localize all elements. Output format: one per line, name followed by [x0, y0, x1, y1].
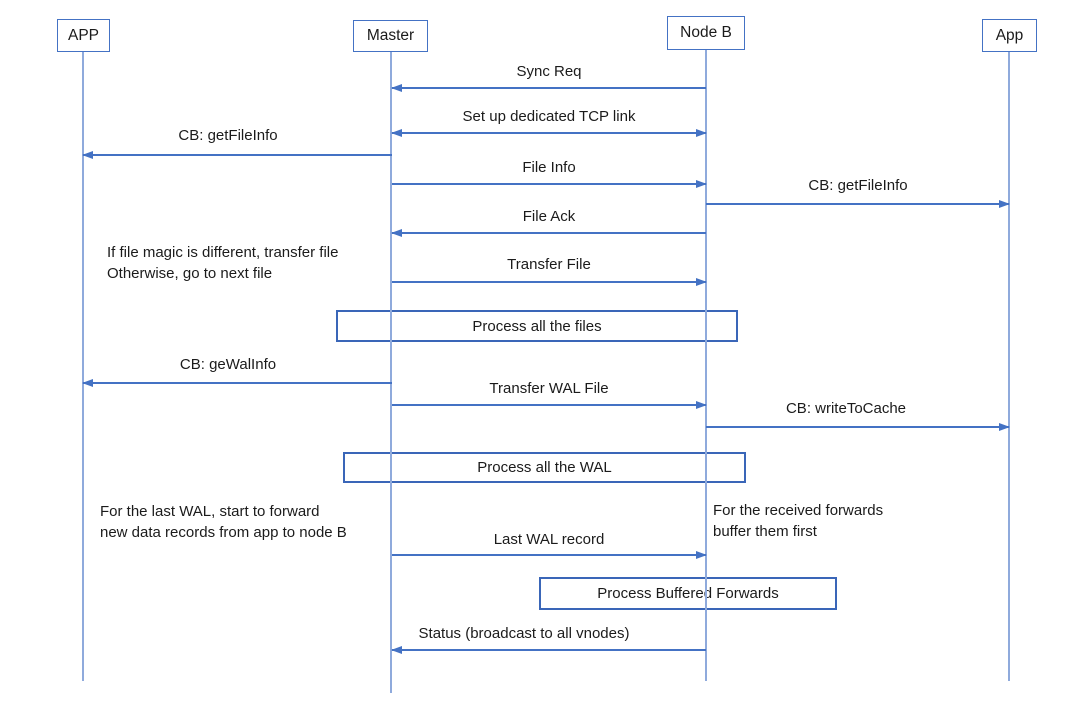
arrowhead-left-setup-tcp-link: [391, 128, 402, 137]
message-arrow-transfer-file: [392, 277, 707, 286]
actor-box-node-b: Node B: [667, 16, 745, 50]
message-label-status-broadcast: Status (broadcast to all vnodes): [418, 625, 630, 642]
message-label-cb-getfileinfo-right: CB: getFileInfo: [808, 177, 908, 194]
process-box-label-process-buffered-forwards: Process Buffered Forwards: [597, 585, 779, 602]
arrowhead-right-cb-writetocache: [999, 422, 1010, 431]
actor-label-app-right: App: [995, 26, 1024, 44]
arrowhead-left-cb-gewalinfo: [82, 378, 93, 387]
lifeline-app-right: [1008, 52, 1010, 681]
arrowhead-right-transfer-wal-file: [696, 400, 707, 409]
message-arrow-setup-tcp-link: [391, 128, 707, 137]
message-label-cb-getfileinfo-left: CB: getFileInfo: [178, 127, 278, 144]
note-last-wal: For the last WAL, start to forward new d…: [100, 503, 347, 541]
arrowhead-right-last-wal-record: [696, 550, 707, 559]
actor-label-app-left: APP: [67, 26, 99, 44]
lifeline-app-left: [82, 52, 84, 681]
message-arrow-sync-req: [391, 83, 706, 92]
message-arrow-last-wal-record: [392, 550, 707, 559]
arrowhead-left-sync-req: [391, 83, 402, 92]
arrowhead-left-status-broadcast: [391, 645, 402, 654]
process-box-process-buffered-forwards: Process Buffered Forwards: [539, 577, 837, 610]
arrowhead-right-file-info: [696, 179, 707, 188]
lifeline-master: [390, 52, 392, 693]
message-arrow-cb-getfileinfo-right: [706, 199, 1010, 208]
message-arrow-cb-getfileinfo-left: [82, 150, 392, 159]
arrowhead-right-setup-tcp-link: [696, 128, 707, 137]
process-box-label-process-all-wal: Process all the WAL: [477, 459, 612, 476]
message-arrow-file-ack: [391, 228, 706, 237]
message-arrow-transfer-wal-file: [392, 400, 707, 409]
message-arrow-file-info: [392, 179, 707, 188]
message-label-last-wal-record: Last WAL record: [493, 531, 605, 548]
note-received-forwards: For the received forwards buffer them fi…: [713, 502, 884, 540]
arrowhead-left-file-ack: [391, 228, 402, 237]
message-label-file-ack: File Ack: [522, 208, 576, 225]
arrowhead-right-cb-getfileinfo-right: [999, 199, 1010, 208]
message-label-setup-tcp-link: Set up dedicated TCP link: [462, 108, 636, 125]
message-arrow-status-broadcast: [391, 645, 706, 654]
message-label-cb-gewalinfo: CB: geWalInfo: [179, 356, 277, 373]
message-label-sync-req: Sync Req: [516, 63, 582, 80]
actor-box-app-right: App: [982, 19, 1037, 52]
message-label-file-info: File Info: [522, 159, 576, 176]
process-box-process-all-wal: Process all the WAL: [343, 452, 746, 483]
actor-label-master: Master: [366, 27, 415, 44]
note-file-magic: If file magic is different, transfer fil…: [107, 244, 339, 282]
actor-box-master: Master: [353, 20, 428, 52]
message-label-transfer-wal-file: Transfer WAL File: [489, 380, 609, 397]
lifeline-node-b: [705, 50, 707, 681]
actor-label-node-b: Node B: [680, 24, 732, 41]
message-arrow-cb-writetocache: [706, 422, 1010, 431]
process-box-label-process-all-files: Process all the files: [472, 317, 602, 335]
actor-box-app-left: APP: [57, 19, 110, 52]
message-label-cb-writetocache: CB: writeToCache: [785, 400, 907, 417]
message-label-transfer-file: Transfer File: [507, 256, 591, 273]
message-arrow-cb-gewalinfo: [82, 378, 392, 387]
arrowhead-left-cb-getfileinfo-left: [82, 150, 93, 159]
arrowhead-right-transfer-file: [696, 277, 707, 286]
process-box-process-all-files: Process all the files: [336, 310, 738, 342]
